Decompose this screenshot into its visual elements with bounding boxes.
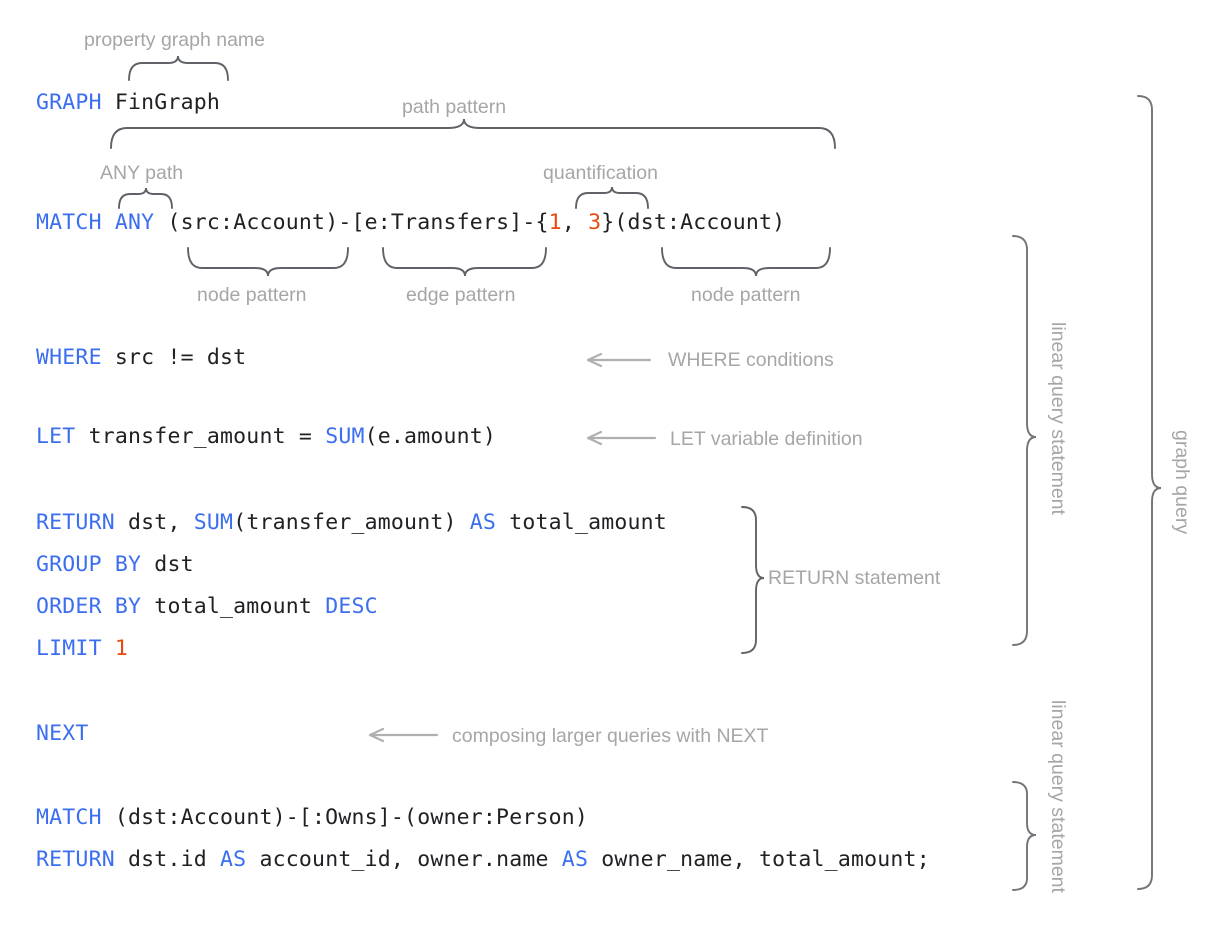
label-any-path: ANY path	[100, 162, 184, 184]
arrow-composing-with-next	[368, 727, 439, 743]
code-line-match-1: MATCH ANY (src:Account)-[e:Transfers]-{1…	[36, 208, 785, 238]
brace-path-pattern	[110, 118, 836, 149]
code-token: (dst:Account)-[:Owns]-(owner:Person)	[101, 805, 589, 830]
label-let-variable-definition: LET variable definition	[670, 428, 863, 450]
code-token: 1	[114, 636, 129, 661]
arrow-let-variable-definition	[586, 430, 657, 446]
code-token: MATCH	[36, 210, 102, 235]
code-line-return-1: RETURN dst, SUM(transfer_amount) AS tota…	[36, 508, 667, 538]
code-token: LIMIT	[36, 636, 102, 661]
code-token: (e.amount)	[364, 424, 497, 449]
code-token: DESC	[325, 594, 378, 619]
code-token: (src:Account)-[e:Transfers]-{	[154, 210, 549, 235]
brace-property-graph-name	[128, 55, 229, 81]
code-token: MATCH	[36, 805, 102, 830]
code-line-next: NEXT	[36, 719, 89, 749]
brace-any-path	[118, 187, 173, 209]
label-path-pattern: path pattern	[402, 96, 507, 118]
code-token: ANY	[114, 210, 155, 235]
label-composing-with-next: composing larger queries with NEXT	[452, 725, 769, 747]
label-graph-query: graph query	[1171, 430, 1193, 535]
code-token: account_id, owner.name	[246, 847, 562, 872]
code-token	[102, 210, 115, 235]
code-token: ,	[561, 210, 589, 235]
label-return-statement: RETURN statement	[768, 567, 941, 589]
brace-linear-query-statement-1	[1012, 235, 1037, 646]
code-line-graph: GRAPH FinGraph	[36, 88, 220, 118]
brace-linear-query-statement-2	[1012, 781, 1037, 891]
code-token: GRAPH	[36, 90, 102, 115]
brace-node-pattern-left	[187, 247, 349, 277]
code-token: SUM	[325, 424, 365, 449]
code-token: src != dst	[101, 345, 247, 370]
code-token: 1	[548, 210, 562, 235]
code-token: GROUP BY	[36, 552, 142, 577]
code-line-limit: LIMIT 1	[36, 634, 128, 664]
label-edge-pattern: edge pattern	[406, 284, 516, 306]
code-token: (transfer_amount)	[233, 510, 470, 535]
brace-node-pattern-right	[661, 247, 831, 277]
code-token: ORDER BY	[36, 594, 142, 619]
label-property-graph-name: property graph name	[84, 29, 266, 51]
code-token: NEXT	[36, 721, 89, 746]
code-line-let: LET transfer_amount = SUM(e.amount)	[36, 422, 496, 452]
code-token: RETURN	[36, 510, 115, 535]
label-linear-query-statement-2: linear query statement	[1047, 700, 1069, 893]
code-line-group-by: GROUP BY dst	[36, 550, 194, 580]
code-token: 3	[588, 210, 602, 235]
code-token: dst,	[114, 510, 194, 535]
label-node-pattern-left: node pattern	[197, 284, 307, 306]
brace-graph-query	[1137, 95, 1162, 890]
label-where-conditions: WHERE conditions	[668, 349, 834, 371]
code-token: SUM	[193, 510, 234, 535]
brace-return-statement	[741, 506, 765, 654]
code-token: FinGraph	[101, 90, 221, 115]
code-token: total_amount	[496, 510, 667, 535]
label-quantification: quantification	[543, 162, 658, 184]
code-token: WHERE	[36, 345, 102, 370]
code-token: total_amount	[141, 594, 326, 619]
code-token: }(dst:Account)	[601, 210, 786, 235]
label-linear-query-statement-1: linear query statement	[1047, 322, 1069, 515]
arrow-where-conditions	[586, 352, 652, 368]
code-token: LET	[36, 424, 76, 449]
brace-edge-pattern	[382, 247, 547, 277]
code-token: dst.id	[114, 847, 221, 872]
label-node-pattern-right: node pattern	[691, 284, 801, 306]
code-token: owner_name, total_amount;	[588, 847, 930, 872]
brace-quantification	[575, 186, 649, 209]
code-line-return-2: RETURN dst.id AS account_id, owner.name …	[36, 845, 930, 875]
code-token: AS	[469, 510, 497, 535]
code-token: dst	[141, 552, 194, 577]
code-line-order-by: ORDER BY total_amount DESC	[36, 592, 378, 622]
code-token: AS	[220, 847, 247, 872]
code-token: AS	[561, 847, 589, 872]
code-token: transfer_amount =	[75, 424, 326, 449]
code-token: RETURN	[36, 847, 115, 872]
code-line-match-2: MATCH (dst:Account)-[:Owns]-(owner:Perso…	[36, 803, 588, 833]
code-token	[102, 636, 115, 661]
code-line-where: WHERE src != dst	[36, 343, 246, 373]
